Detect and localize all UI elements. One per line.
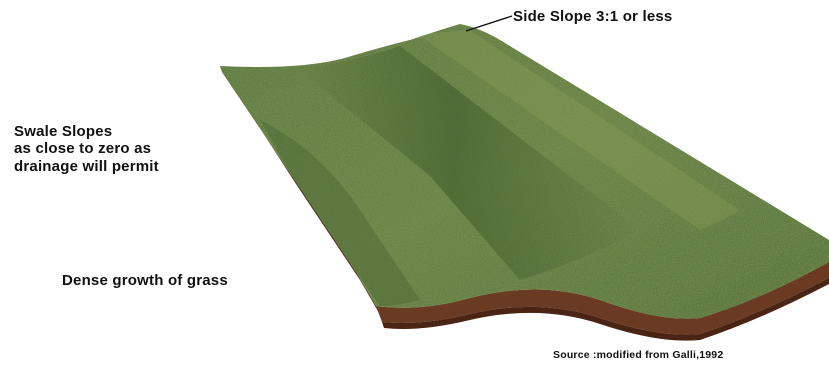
side-slope-label: Side Slope 3:1 or less (513, 8, 672, 25)
dense-grass-label: Dense growth of grass (62, 272, 228, 289)
swale-slopes-line-1: Swale Slopes (14, 123, 159, 140)
side-slope-leader (466, 16, 512, 31)
source-caption: Source :modified from Galli,1992 (553, 349, 723, 361)
swale-slopes-line-2: as close to zero as (14, 140, 159, 157)
swale-slopes-line-3: drainage will permit (14, 158, 159, 175)
swale-slopes-label: Swale Slopes as close to zero as drainag… (14, 123, 159, 175)
